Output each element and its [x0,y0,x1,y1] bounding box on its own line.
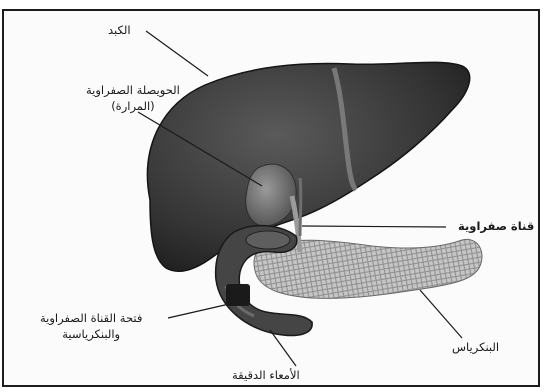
label-duct-opening: فتحة القناة الصفراوية والبنكرياسية [40,310,142,342]
label-duct-opening-line1: فتحة القناة الصفراوية [40,310,142,326]
label-gallbladder: الحويصلة الصفراوية (المرارة) [86,82,180,114]
label-bile-duct: قناة صفراوية [458,218,534,234]
label-duct-opening-line2: والبنكرياسية [40,326,142,342]
label-gallbladder-line2: (المرارة) [86,98,180,114]
label-pancreas: البنكرياس [452,339,499,355]
duct-opening-shape [226,284,250,306]
label-gallbladder-line1: الحويصلة الصفراوية [86,82,180,98]
label-liver: الكبد [108,22,131,38]
label-small-intestine: الأمعاء الدقيقة [232,367,300,383]
